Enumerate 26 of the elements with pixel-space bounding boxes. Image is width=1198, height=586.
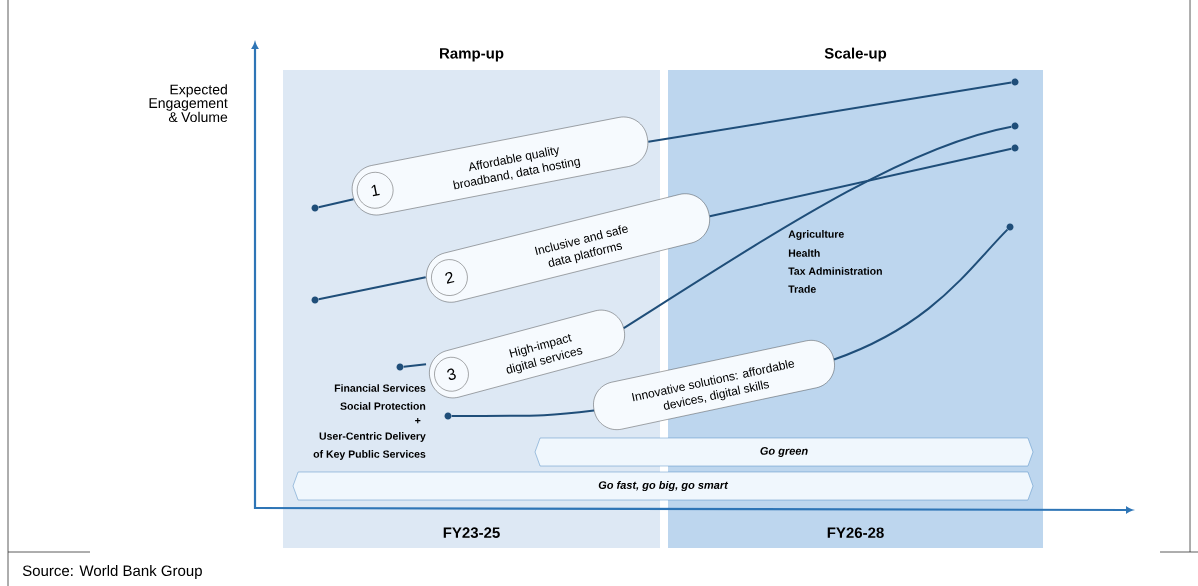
theme-banner: Go green [534,437,1034,467]
phase-heading: Ramp-up [440,48,504,62]
sector-label: of Key Public Services [313,450,426,460]
line [317,276,427,301]
sector-label: Trade [788,285,816,293]
sector-label: + [415,417,421,424]
sector-label: Financial Services [334,384,426,392]
theme-banner: Go fast, go big, go smart [292,471,1034,501]
line [833,228,1009,361]
line [622,125,1013,330]
axis-label: Expected Engagement & Volume [149,84,228,123]
line [450,409,595,417]
pill-box: Innovative solutions: affordable devices, digital skills [593,340,835,430]
line [708,147,1013,218]
sector-label: Tax Administration [788,267,882,275]
period-label: FY26-28 [827,527,884,538]
sector-label: Agriculture [788,230,844,240]
sector-label: Health [788,249,820,257]
line [647,81,1013,143]
period-label: FY23-25 [443,527,500,538]
line [402,363,428,368]
phase-heading: Scale-up [824,47,887,62]
line [317,198,355,209]
sector-label: User-Centric Delivery [319,432,426,442]
sector-label: Social Protection [340,402,426,410]
source-note: Source: World Bank Group [22,565,202,579]
